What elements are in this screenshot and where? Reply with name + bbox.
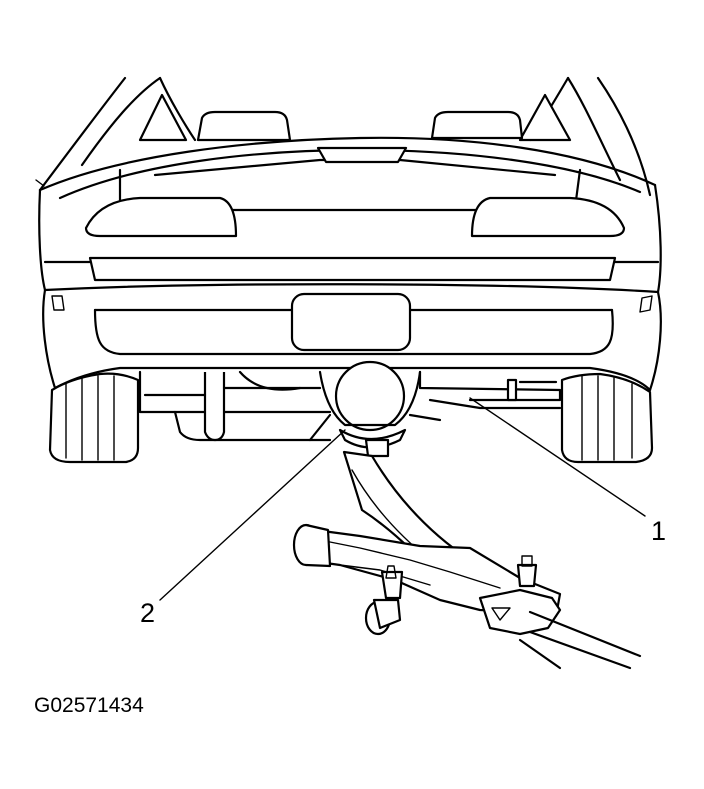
rear-bumper bbox=[35, 179, 660, 392]
callout-leader-1 bbox=[469, 397, 646, 517]
rear-fenders bbox=[38, 183, 662, 392]
figure-id: G02571434 bbox=[34, 694, 144, 717]
underbody-components bbox=[138, 370, 562, 442]
callout-number-1: 1 bbox=[651, 516, 666, 546]
right-rear-tire bbox=[560, 372, 654, 464]
license-plate-recess bbox=[290, 292, 412, 352]
left-rear-tire bbox=[48, 372, 140, 464]
tail-lamp-right bbox=[470, 196, 626, 238]
headrests bbox=[138, 93, 572, 142]
floor-jack bbox=[292, 428, 642, 670]
differential-housing bbox=[308, 360, 442, 442]
callout-leader-2 bbox=[159, 429, 346, 601]
callout-number-2: 2 bbox=[140, 598, 155, 628]
tail-lamp-left bbox=[84, 196, 238, 238]
